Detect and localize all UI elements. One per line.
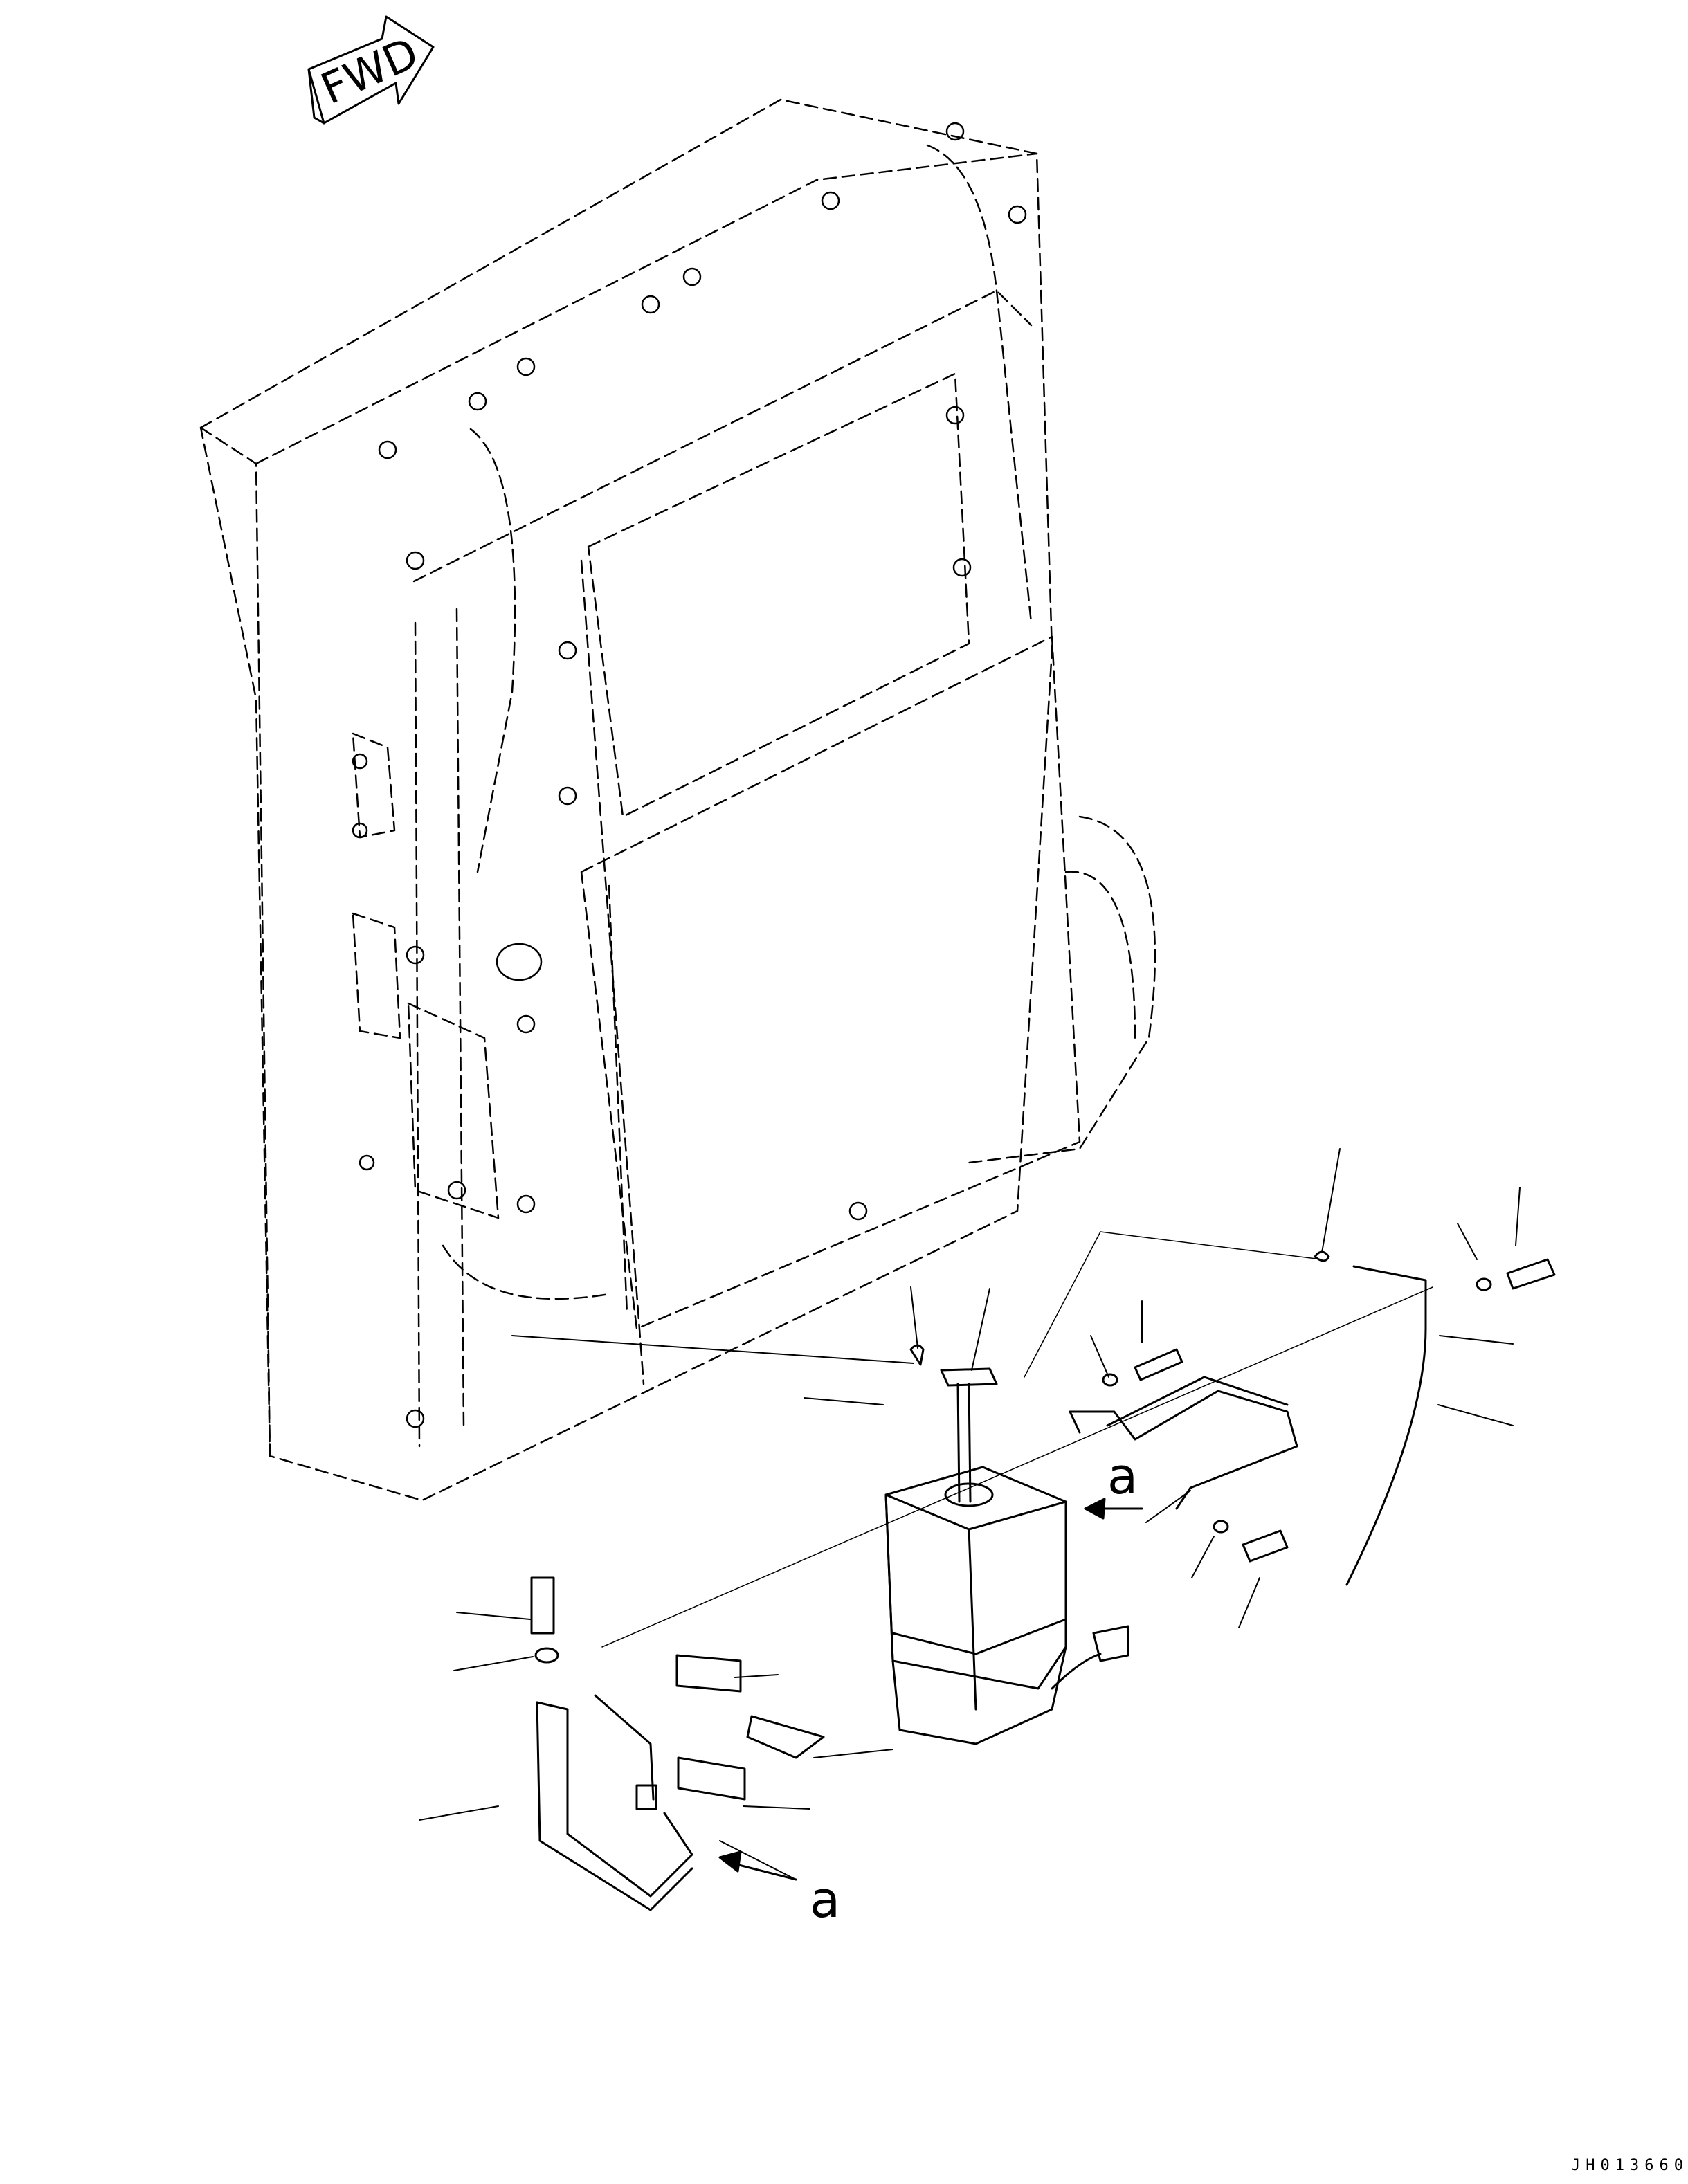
leader-lines-lower xyxy=(419,1612,893,1880)
alignment-line-main xyxy=(601,1286,1433,1648)
rubber-pads xyxy=(675,1654,825,1801)
radiator-assembly xyxy=(199,98,1156,1502)
fwd-label: FWD xyxy=(314,27,426,114)
hose-clip-lower xyxy=(909,1344,925,1366)
leader-lines-top xyxy=(804,1148,1521,1628)
hose-clip-upper xyxy=(1314,1250,1330,1262)
view-label-lower: a xyxy=(810,1871,840,1929)
view-label-upper: a xyxy=(1107,1447,1138,1505)
alignment-line-upper xyxy=(1024,1231,1323,1378)
tank-band-bracket xyxy=(1069,1376,1298,1510)
overflow-pipe xyxy=(1345,1265,1427,1586)
tank-cap-gauge xyxy=(940,1367,998,1503)
drawing-code: JH013660 xyxy=(1571,2157,1688,2174)
reserve-tank xyxy=(884,1466,1129,1745)
tank-mounting-bracket xyxy=(536,1694,693,1911)
radiator-bolts xyxy=(352,122,1027,1428)
overflow-hose xyxy=(511,1335,914,1364)
view-arrows xyxy=(718,1498,1143,1881)
fwd-direction-arrow xyxy=(307,15,435,125)
bolts-and-washers xyxy=(530,1258,1556,1664)
